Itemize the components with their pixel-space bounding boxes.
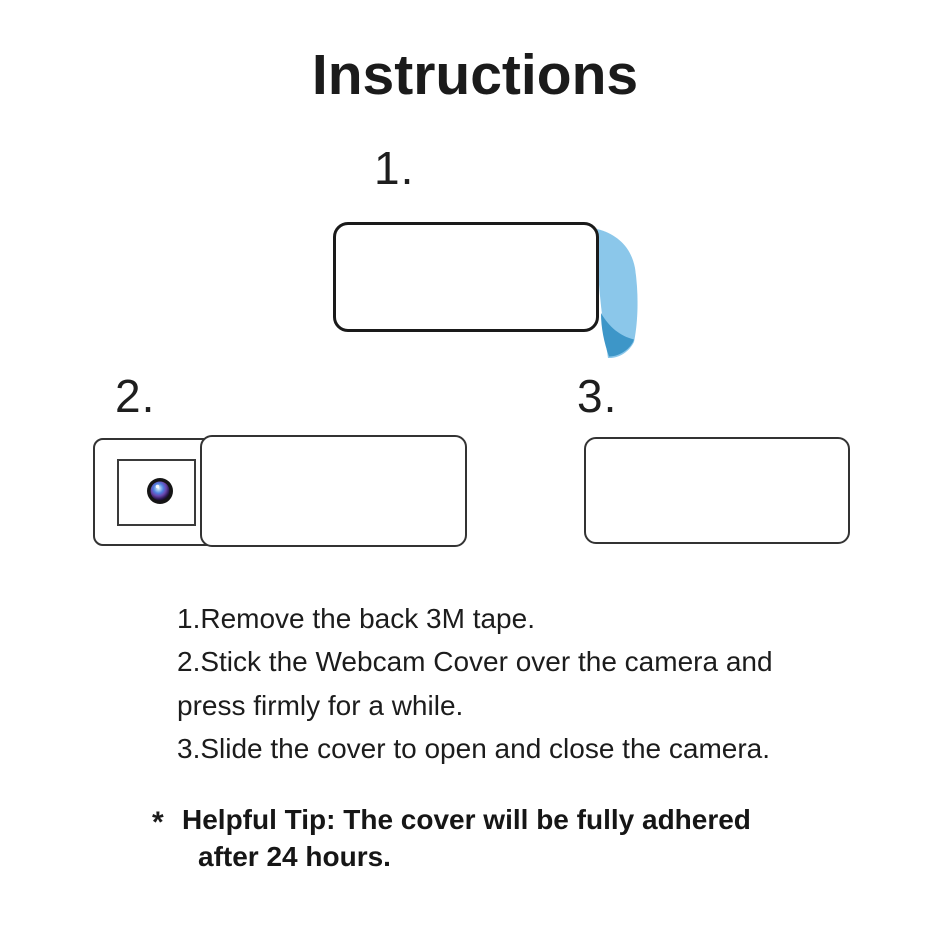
instruction-line-1: 1.Remove the back 3M tape. [177,603,535,634]
camera-lens-icon [147,478,173,504]
figure-step2-cover-slider [200,435,467,547]
tip-asterisk: * [152,806,164,839]
step-2-number: 2. [115,370,156,422]
tip-line-1: Helpful Tip: The cover will be fully adh… [182,804,751,835]
tape-peel-icon [596,229,638,359]
page-title: Instructions [311,43,639,107]
step-1-number: 1. [374,142,415,194]
figure-step1-cover-back [333,222,599,332]
instruction-line-2: 2.Stick the Webcam Cover over the camera… [177,646,773,677]
tape-dark-curl [601,313,634,357]
figure-step3-cover-closed [584,437,850,544]
instruction-line-3: press firmly for a while. [177,690,464,721]
step-3-number: 3. [577,370,618,422]
instruction-line-4: 3.Slide the cover to open and close the … [177,733,771,764]
tip-line-2: after 24 hours. [198,841,391,872]
